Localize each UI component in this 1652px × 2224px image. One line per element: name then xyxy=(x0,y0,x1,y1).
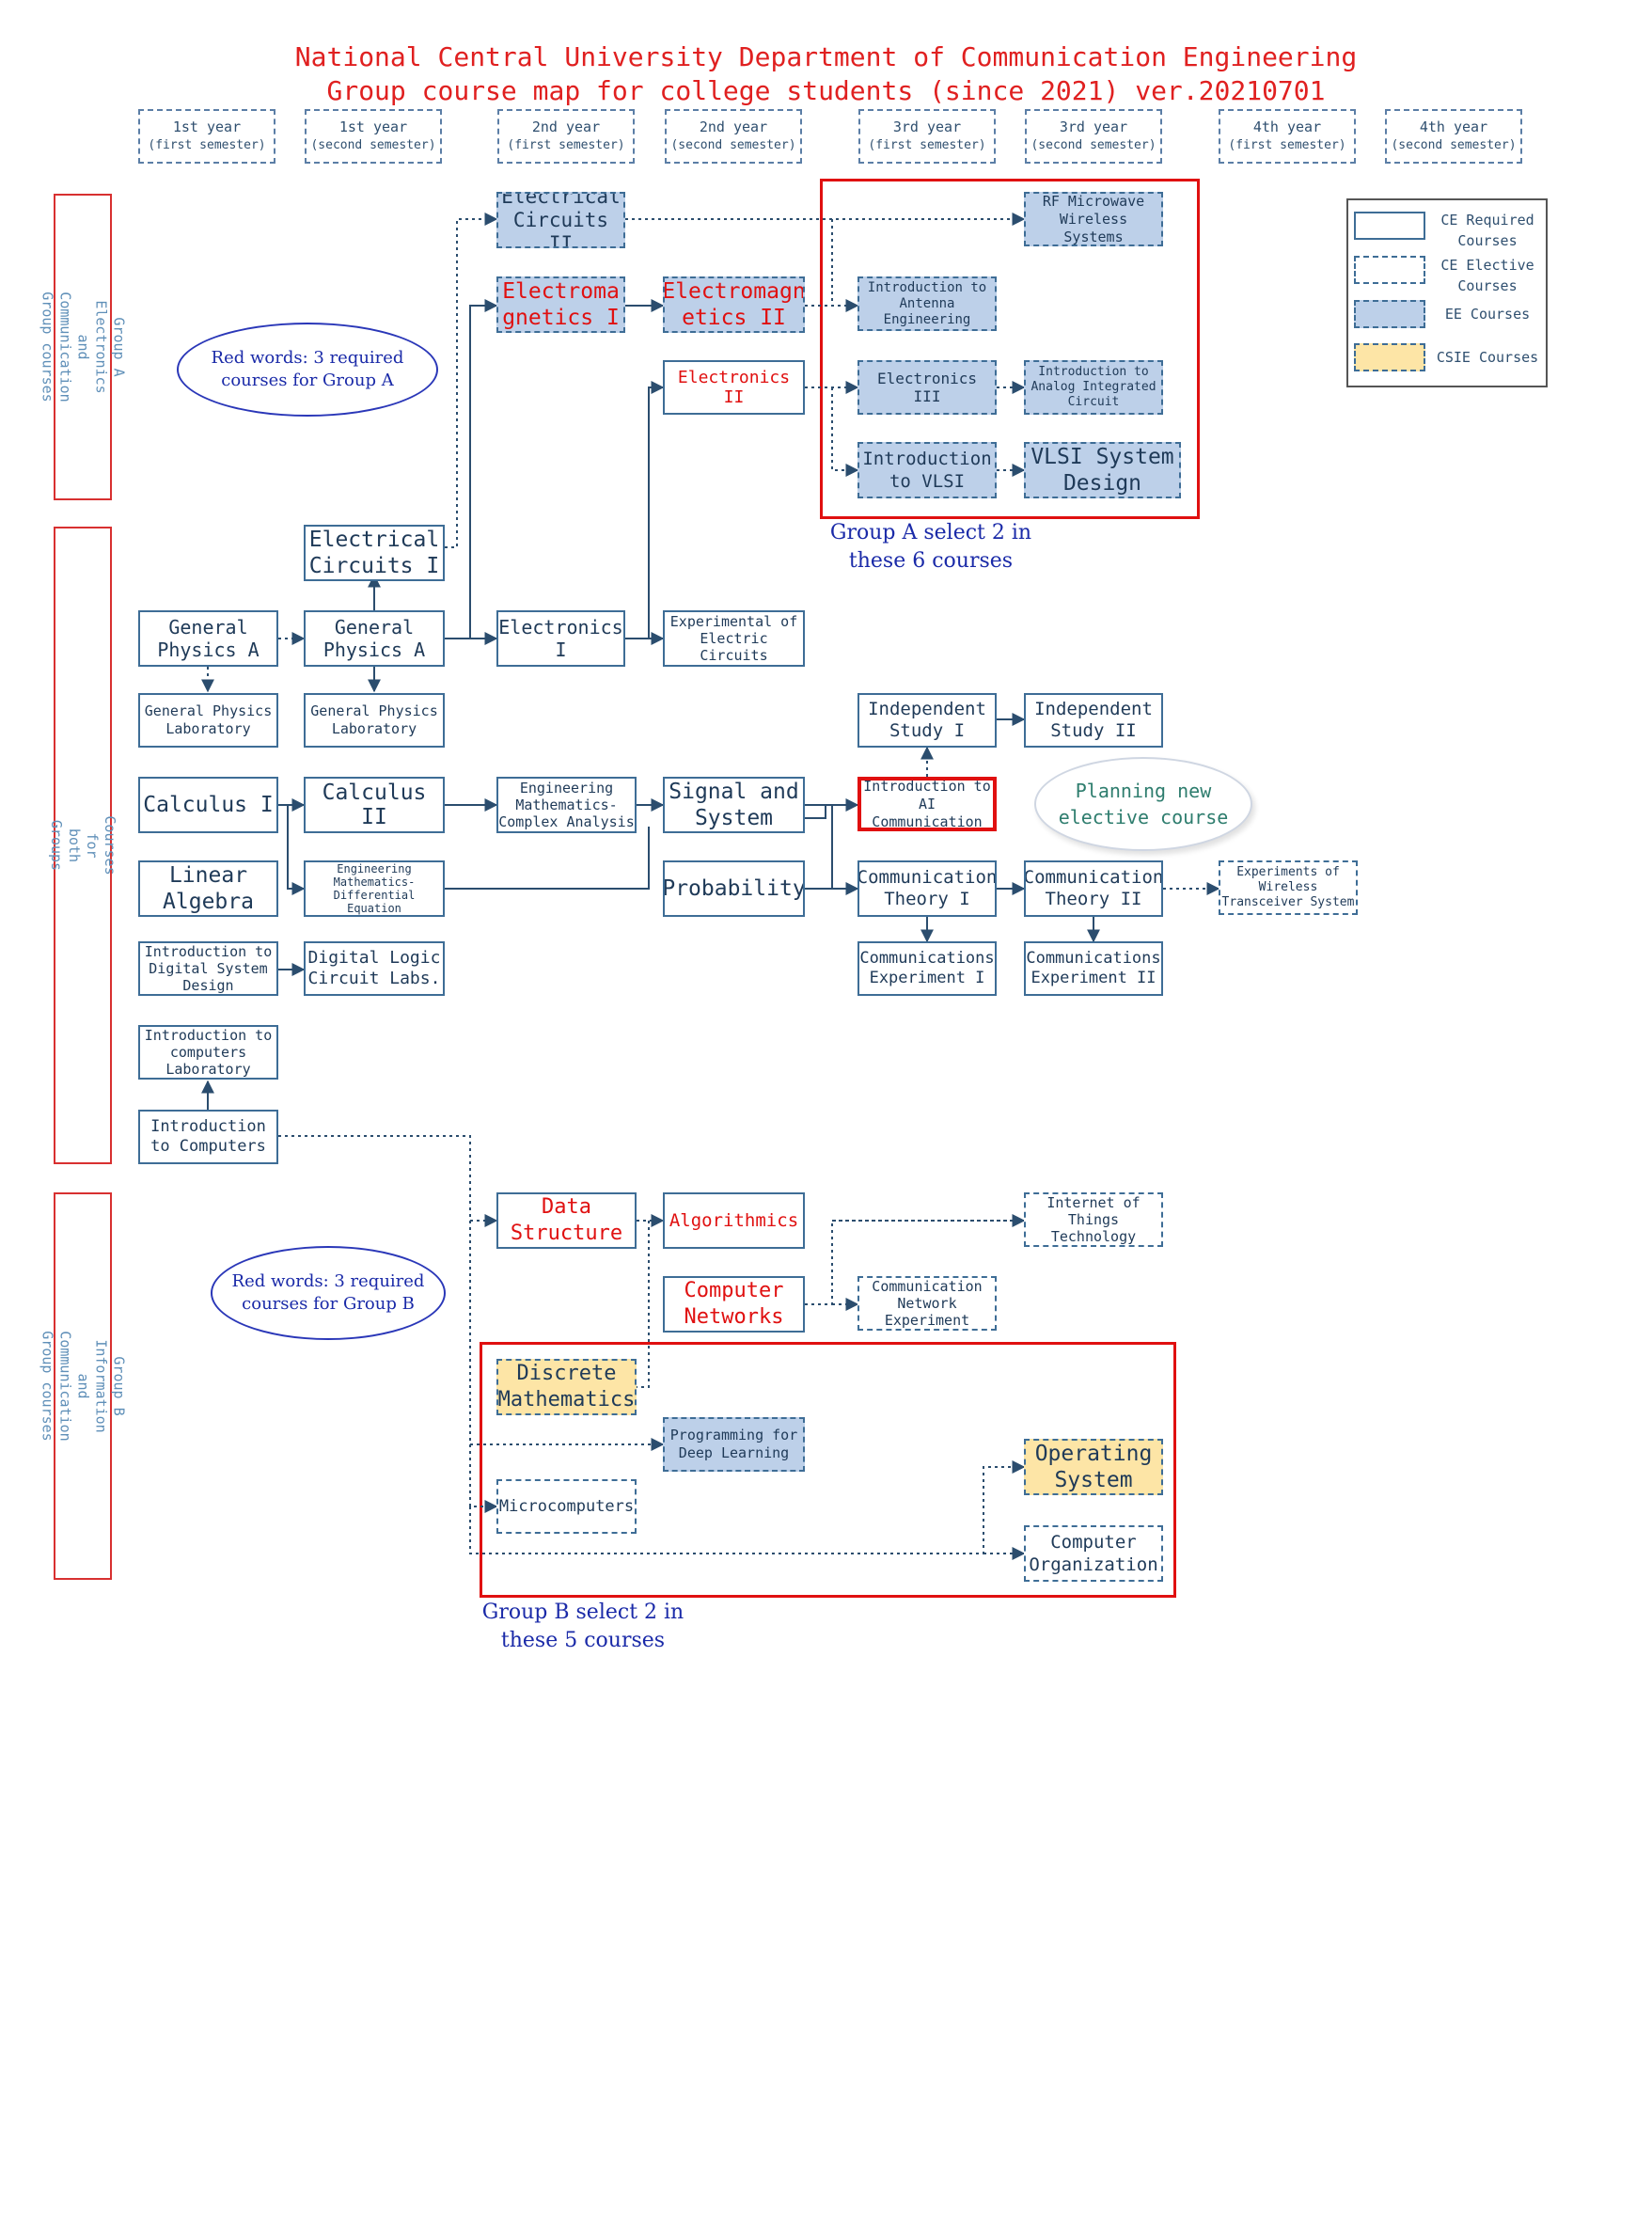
link-compnet-iot xyxy=(805,1214,1026,1305)
link-introcomp-ds xyxy=(278,1135,498,1227)
header-year2-sem1: 2nd year (first semester) xyxy=(497,109,635,164)
course-ai-communication: Introduction to AI Communication xyxy=(857,777,997,831)
course-electromagnetics-2: Electromagn etics II xyxy=(663,276,805,333)
course-data-structure: Data Structure xyxy=(496,1192,637,1249)
course-electronics-1: Electronics I xyxy=(496,610,625,667)
course-general-physics-lab-2: General Physics Laboratory xyxy=(304,693,445,748)
course-general-physics-a-1: General Physics A xyxy=(138,610,278,667)
course-electrical-circuits-1: Electrical Circuits I xyxy=(304,525,445,581)
course-communication-theory-2: Communication Theory II xyxy=(1024,860,1163,917)
course-communications-exp-1: Communications Experiment I xyxy=(857,941,997,996)
course-calculus-2: Calculus II xyxy=(304,777,445,833)
course-intro-vlsi: Introduction to VLSI xyxy=(857,442,997,498)
course-eng-math-diff: Engineering Mathematics- Differential Eq… xyxy=(304,860,445,917)
legend-ce-required: CE Required Courses xyxy=(1440,212,1534,249)
legend-swatch-ce-required xyxy=(1354,212,1425,240)
course-algorithmics: Algorithmics xyxy=(663,1192,805,1249)
course-communication-theory-1: Communication Theory I xyxy=(857,860,997,917)
group-a-selection-frame xyxy=(820,179,1200,519)
legend: CE Required Courses CE Elective Courses … xyxy=(1346,198,1548,387)
header-year3-sem2: 3rd year (second semester) xyxy=(1025,109,1162,164)
legend-swatch-ce-elective xyxy=(1354,256,1425,284)
course-probability: Probability xyxy=(663,860,805,917)
header-year3-sem1: 3rd year (first semester) xyxy=(858,109,996,164)
map-title-line-2: Group course map for college students (s… xyxy=(326,75,1326,106)
course-independent-study-2: Independent Study II xyxy=(1024,693,1163,748)
course-digital-logic-lab: Digital Logic Circuit Labs. xyxy=(304,941,445,996)
course-independent-study-1: Independent Study I xyxy=(857,693,997,748)
course-analog-ic: Introduction to Analog Integrated Circui… xyxy=(1024,360,1163,415)
header-year4-sem1: 4th year (first semester) xyxy=(1219,109,1356,164)
link-elec1-elec2 xyxy=(648,381,665,639)
course-electronics-3: Electronics III xyxy=(857,360,997,415)
course-discrete-mathematics: Discrete Mathematics xyxy=(496,1359,637,1415)
course-calculus-1: Calculus I xyxy=(138,777,278,833)
both-groups-label: Courses for both Groups xyxy=(48,527,118,1164)
course-microcomputers: Microcomputers xyxy=(496,1479,637,1534)
dotted-links xyxy=(201,213,1220,1560)
legend-swatch-ee xyxy=(1354,300,1425,328)
course-electromagnetics-1: Electroma gnetics I xyxy=(496,276,625,333)
course-wireless-transceiver-exp: Experiments of Wireless Transceiver Syst… xyxy=(1219,860,1358,915)
course-rf-microwave: RF Microwave Wireless Systems xyxy=(1024,192,1163,246)
course-eng-math-complex: Engineering Mathematics- Complex Analysi… xyxy=(496,777,637,833)
header-year2-sem2: 2nd year (second semester) xyxy=(665,109,802,164)
course-experimental-electric-circuits: Experimental of Electric Circuits xyxy=(663,610,805,667)
course-operating-system: Operating System xyxy=(1024,1439,1163,1495)
header-year1-sem2: 1st year (second semester) xyxy=(305,109,442,164)
map-title-line-1: National Central University Department o… xyxy=(294,41,1358,72)
note-red-words-group-b: Red words: 3 required courses for Group … xyxy=(211,1246,446,1340)
course-electrical-circuits-2: Electrical Circuits II xyxy=(496,192,625,248)
legend-swatch-csie xyxy=(1354,343,1425,371)
group-a-label: Group A Electronics and Communication Gr… xyxy=(39,194,128,500)
course-intro-digital-system: Introduction to Digital System Design xyxy=(138,941,278,996)
course-iot-technology: Internet of Things Technology xyxy=(1024,1192,1163,1247)
header-year1-sem1: 1st year (first semester) xyxy=(138,109,275,164)
course-linear-algebra: Linear Algebra xyxy=(138,860,278,917)
course-electronics-2: Electronics II xyxy=(663,360,805,415)
course-signal-system: Signal and System xyxy=(663,777,805,833)
group-b-label: Group B Information and Communication Gr… xyxy=(39,1192,128,1580)
legend-ee: EE Courses xyxy=(1444,306,1531,323)
link-gpa2-em1 xyxy=(469,299,498,639)
link-calc1-engdiff xyxy=(287,805,306,895)
course-programming-deep-learning: Programming for Deep Learning xyxy=(663,1417,805,1472)
course-intro-computers: Introduction to Computers xyxy=(138,1110,278,1164)
link-elec2-vlsi xyxy=(831,387,859,477)
solid-links xyxy=(201,299,1100,1110)
link-signal-ai xyxy=(805,798,859,819)
note-planning-new-course: Planning new elective course xyxy=(1034,757,1252,851)
course-computer-organization: Computer Organization xyxy=(1024,1525,1163,1582)
link-algo-discrete xyxy=(637,1221,650,1388)
course-intro-computers-lab: Introduction to computers Laboratory xyxy=(138,1025,278,1080)
note-group-b-select: Group B select 2 in these 5 courses xyxy=(481,1601,684,1652)
legend-ce-elective: CE Elective Courses xyxy=(1440,257,1534,294)
course-general-physics-a-2: General Physics A xyxy=(304,610,445,667)
course-computer-networks: Computer Networks xyxy=(663,1276,805,1333)
course-network-experiment: Communication Network Experiment xyxy=(857,1276,997,1331)
header-year4-sem2: 4th year (second semester) xyxy=(1385,109,1522,164)
course-intro-antenna: Introduction to Antenna Engineering xyxy=(857,276,997,331)
course-vlsi-design: VLSI System Design xyxy=(1024,442,1181,498)
note-group-a-select: Group A select 2 in these 6 courses xyxy=(829,521,1032,573)
course-communications-exp-2: Communications Experiment II xyxy=(1024,941,1163,996)
group-b-selection-frame xyxy=(480,1342,1176,1598)
legend-csie: CSIE Courses xyxy=(1436,349,1539,366)
course-general-physics-lab-1: General Physics Laboratory xyxy=(138,693,278,748)
link-engdiff-prob xyxy=(445,827,650,890)
link-ds-micro xyxy=(469,1444,498,1513)
note-red-words-group-a: Red words: 3 required courses for Group … xyxy=(177,323,438,417)
